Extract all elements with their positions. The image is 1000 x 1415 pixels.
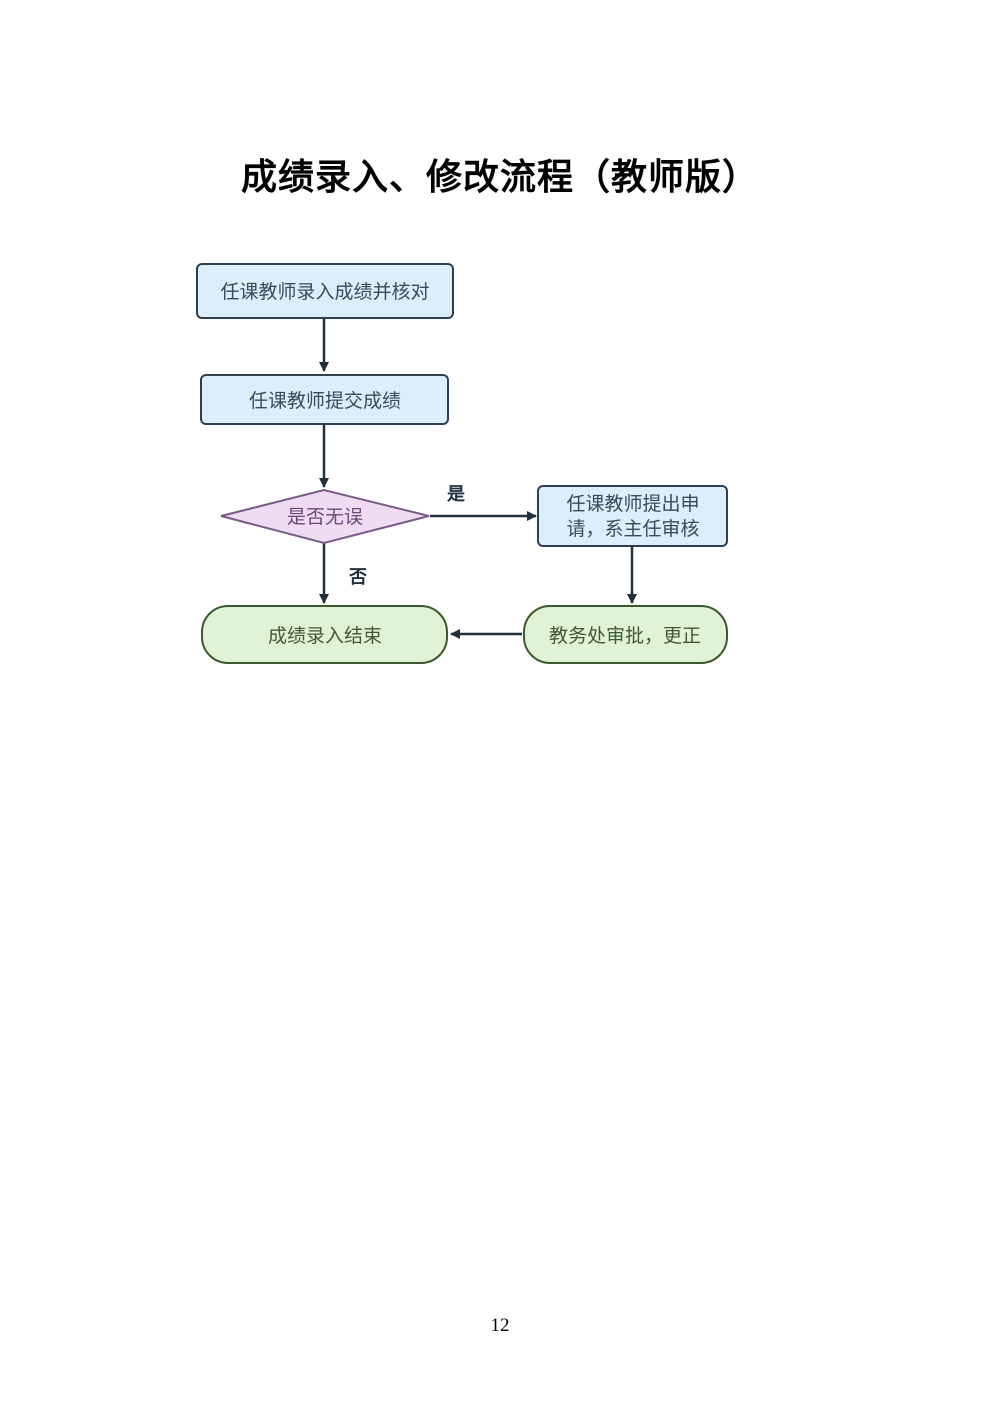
node-apply-review: 任课教师提出申 请，系主任审核 xyxy=(537,485,728,547)
node-decision-correct-label: 是否无误 xyxy=(287,506,363,528)
node-approve-correct-label: 教务处审批，更正 xyxy=(549,625,701,647)
node-apply-review-label-line1: 任课教师提出申 xyxy=(566,493,699,515)
edge-label-no: 否 xyxy=(348,567,367,588)
node-end-label: 成绩录入结束 xyxy=(268,625,382,647)
node-apply-review-label-line2: 请，系主任审核 xyxy=(566,518,699,540)
node-approve-correct: 教务处审批，更正 xyxy=(523,605,728,664)
node-submit-grades-label: 任课教师提交成绩 xyxy=(249,390,401,412)
node-decision-correct: 是否无误 xyxy=(220,488,430,545)
node-enter-grades: 任课教师录入成绩并核对 xyxy=(196,263,454,319)
node-submit-grades: 任课教师提交成绩 xyxy=(200,374,449,425)
node-enter-grades-label: 任课教师录入成绩并核对 xyxy=(220,281,429,303)
page-title: 成绩录入、修改流程（教师版） xyxy=(240,157,759,198)
page-number: 12 xyxy=(490,1315,510,1336)
edge-label-yes: 是 xyxy=(446,484,465,505)
node-end: 成绩录入结束 xyxy=(201,605,448,664)
